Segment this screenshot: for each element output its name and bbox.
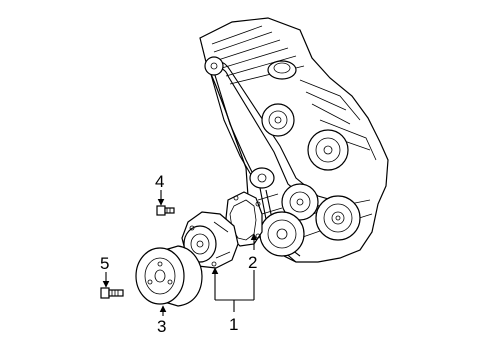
- leader-lines: [102, 190, 258, 316]
- bolt-small: [156, 205, 175, 216]
- callout-4: 4: [155, 172, 164, 191]
- callout-1: 1: [229, 315, 238, 334]
- callout-3: 3: [157, 317, 166, 336]
- bolt-pulley: [100, 287, 124, 299]
- engine-pulleys: [204, 56, 361, 257]
- callout-2: 2: [248, 253, 257, 272]
- pulley: [135, 245, 203, 307]
- callout-5: 5: [100, 254, 109, 273]
